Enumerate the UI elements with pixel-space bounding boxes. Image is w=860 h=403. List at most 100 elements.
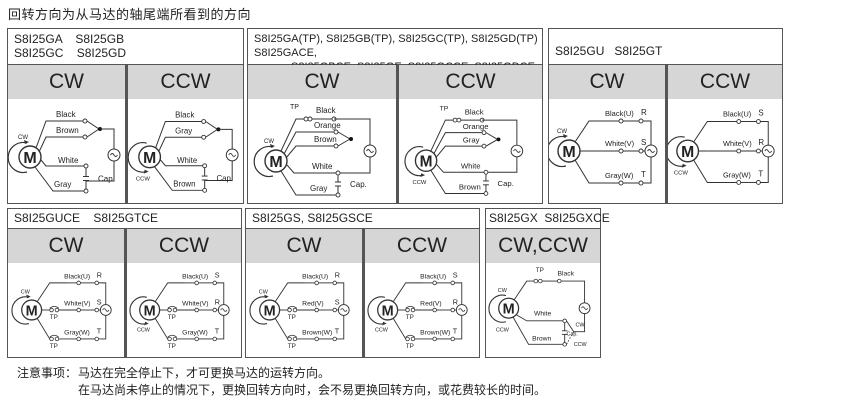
wire <box>154 166 204 191</box>
wire-label: Gray(W) <box>182 329 208 336</box>
direction-label: CW <box>248 65 396 99</box>
wire <box>454 282 463 305</box>
wire <box>337 138 351 147</box>
rotation-arrow-icon <box>253 145 274 178</box>
wire <box>86 128 100 138</box>
arrowhead-icon <box>420 173 426 178</box>
notes-label: 注意事项： <box>17 366 78 380</box>
terminal <box>450 336 455 342</box>
terminal <box>405 307 410 313</box>
notes-line-1: 马达在完全停止下，才可更换马达的运转方向。 <box>78 366 331 380</box>
wire <box>392 317 410 340</box>
terminal <box>94 336 99 342</box>
direction-label: CCW <box>668 65 782 99</box>
terminal <box>76 307 81 313</box>
wire-label: Gray <box>463 135 480 144</box>
terminal <box>287 307 292 313</box>
motor-symbol <box>498 297 520 319</box>
wire <box>436 164 485 173</box>
wire <box>86 120 100 130</box>
wire-label: White <box>177 156 198 165</box>
terminal <box>54 307 60 313</box>
wire-label: White <box>461 161 481 170</box>
rotation-label: CW <box>21 290 31 296</box>
rotation-arrow-icon <box>128 142 147 173</box>
tp-label: TP <box>440 105 449 112</box>
terminal <box>212 336 217 342</box>
terminal <box>83 163 89 169</box>
arrowhead-icon <box>24 140 29 144</box>
wire <box>155 121 202 149</box>
terminal <box>303 116 309 122</box>
terminal-label: R <box>641 108 647 117</box>
wire <box>205 128 218 138</box>
terminal-label: R <box>215 298 220 307</box>
motor-symbol <box>676 139 700 163</box>
terminal <box>432 336 437 342</box>
page-title: 回转方向为从马达的轴尾端所看到的方向 <box>8 8 252 23</box>
motor-label: M <box>144 303 156 319</box>
wire <box>86 161 115 182</box>
terminal <box>335 170 341 176</box>
rotation-label: CCW <box>674 171 688 177</box>
terminal <box>332 336 337 342</box>
tp-label: TP <box>290 104 299 111</box>
terminal <box>49 307 54 313</box>
terminal <box>618 118 624 124</box>
model-line: S8I25GC S8I25GD <box>14 46 127 60</box>
terminal <box>410 336 416 342</box>
wire <box>454 315 463 340</box>
notes-line-2: 在马达尚未停止的情况下，更换回转方向时，会不易更换回转方向，或花费较长的时间。 <box>78 383 547 397</box>
wire-label: Gray(W) <box>723 171 751 180</box>
wire <box>573 313 586 333</box>
wire-label: Black <box>465 107 484 116</box>
rotation-label: CCW <box>136 176 150 182</box>
wire <box>36 317 54 340</box>
switch-label: CW <box>576 322 586 328</box>
terminal <box>83 188 89 194</box>
tp-label: TP <box>288 343 296 350</box>
wire <box>98 315 107 340</box>
terminal <box>201 119 207 124</box>
wire-label: Black <box>316 106 337 115</box>
motor-label: M <box>264 303 276 319</box>
motor-symbol <box>138 145 162 169</box>
rotation-arrow-icon <box>129 296 148 325</box>
wire-label: Brown(W) <box>302 329 332 336</box>
terminal <box>557 278 562 284</box>
wire-label: White(V) <box>723 139 752 148</box>
capacitor-label: Cap. <box>498 179 514 188</box>
model-line: S8I25GA S8I25GB <box>14 32 125 46</box>
wire <box>154 282 186 303</box>
direction-label: CCW <box>399 65 542 99</box>
wire <box>100 128 115 149</box>
motor-label: M <box>26 303 38 319</box>
terminal <box>194 280 199 286</box>
tp-label: TP <box>406 314 414 321</box>
direction-label: CW <box>8 65 125 99</box>
wire <box>274 317 292 340</box>
panel-header: S8I25GA(TP), S8I25GB(TP), S8I25GC(TP), S… <box>248 29 542 87</box>
wire <box>158 136 202 153</box>
terminal-label: S <box>453 270 458 279</box>
tp-label: TP <box>168 314 176 321</box>
motor-label: M <box>562 144 575 161</box>
direction-label: CW <box>549 65 665 99</box>
rotation-arrow-icon <box>8 141 28 174</box>
terminal <box>167 336 172 342</box>
thermal-protector-icon <box>405 334 415 338</box>
